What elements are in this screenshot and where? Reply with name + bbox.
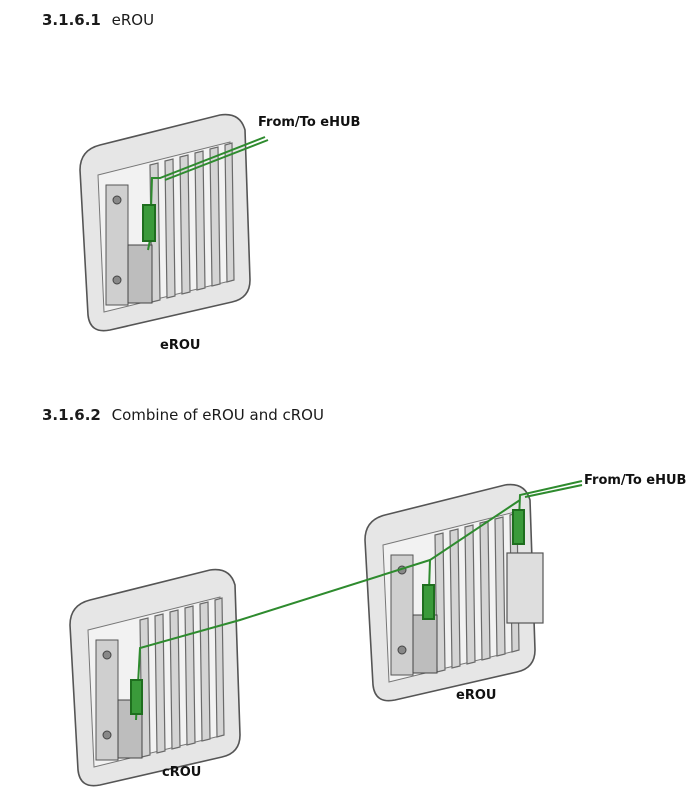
- fiber-cable-2: [130, 480, 583, 721]
- erou-device-1: [79, 113, 251, 332]
- section-number: 3.1.6.1: [42, 11, 101, 29]
- section-heading-3-1-6-1: 3.1.6.1 eROU: [42, 11, 154, 29]
- crou-device: [69, 568, 241, 787]
- fiber-label-2: From/To eHUB: [584, 473, 687, 488]
- fiber-label-1: From/To eHUB: [258, 115, 361, 130]
- device-caption-erou: eROU: [160, 338, 201, 353]
- device-caption-erou-2: eROU: [456, 688, 497, 703]
- section-title: Combine of eROU and cROU: [111, 406, 324, 424]
- section-number: 3.1.6.2: [42, 406, 101, 424]
- device-caption-crou: cROU: [162, 765, 202, 780]
- optical-box: [506, 552, 544, 624]
- fiber-cable-1: [142, 136, 269, 251]
- section-heading-3-1-6-2: 3.1.6.2 Combine of eROU and cROU: [42, 406, 324, 424]
- section-title: eROU: [111, 11, 155, 29]
